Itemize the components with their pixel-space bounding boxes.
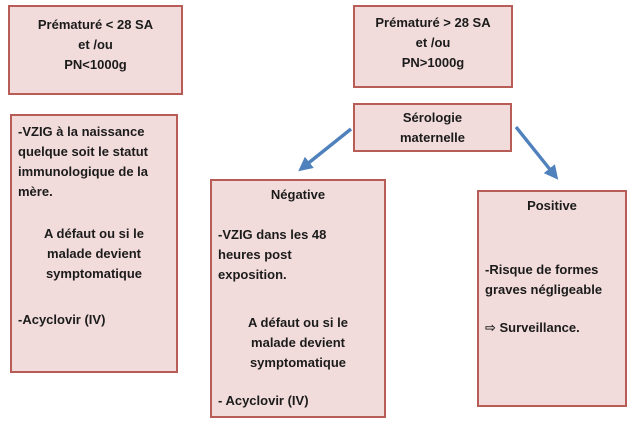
box-negative-para3: - Acyclovir (IV) [218,393,309,408]
arrow-serologie-to-positive-icon [514,125,559,180]
box-premature-lt-28sa-text: Prématuré < 28 SA et /ou PN<1000g [37,17,154,72]
box-positive-para2: ⇨ Surveillance. [485,320,580,335]
box-vzig-naissance-para2: A défaut ou si le malade devient symptom… [44,226,144,281]
box-negative-title: Négative [270,187,326,202]
box-vzig-naissance-para1: -VZIG à la naissance quelque soit le sta… [18,124,149,199]
box-positive-para1: -Risque de formes graves négligeable [485,262,603,297]
box-positive: Positive -Risque de formes graves néglig… [477,190,627,407]
box-premature-gt-28sa-text: Prématuré > 28 SA et /ou PN>1000g [375,15,491,70]
box-serologie-maternelle: Sérologie maternelle [353,103,512,152]
box-premature-lt-28sa: Prématuré < 28 SA et /ou PN<1000g [8,5,183,95]
arrow-serologie-to-negative-icon [298,127,353,172]
box-serologie-maternelle-text: Sérologie maternelle [399,110,466,145]
box-negative: Négative -VZIG dans les 48 heures post e… [210,179,386,418]
box-positive-title: Positive [527,198,577,213]
box-vzig-naissance: -VZIG à la naissance quelque soit le sta… [10,114,178,373]
box-premature-gt-28sa: Prématuré > 28 SA et /ou PN>1000g [353,5,513,88]
box-vzig-naissance-para3: -Acyclovir (IV) [18,312,106,327]
box-negative-para1: -VZIG dans les 48 heures post exposition… [218,227,327,282]
box-negative-para2: A défaut ou si le malade devient symptom… [248,315,348,370]
